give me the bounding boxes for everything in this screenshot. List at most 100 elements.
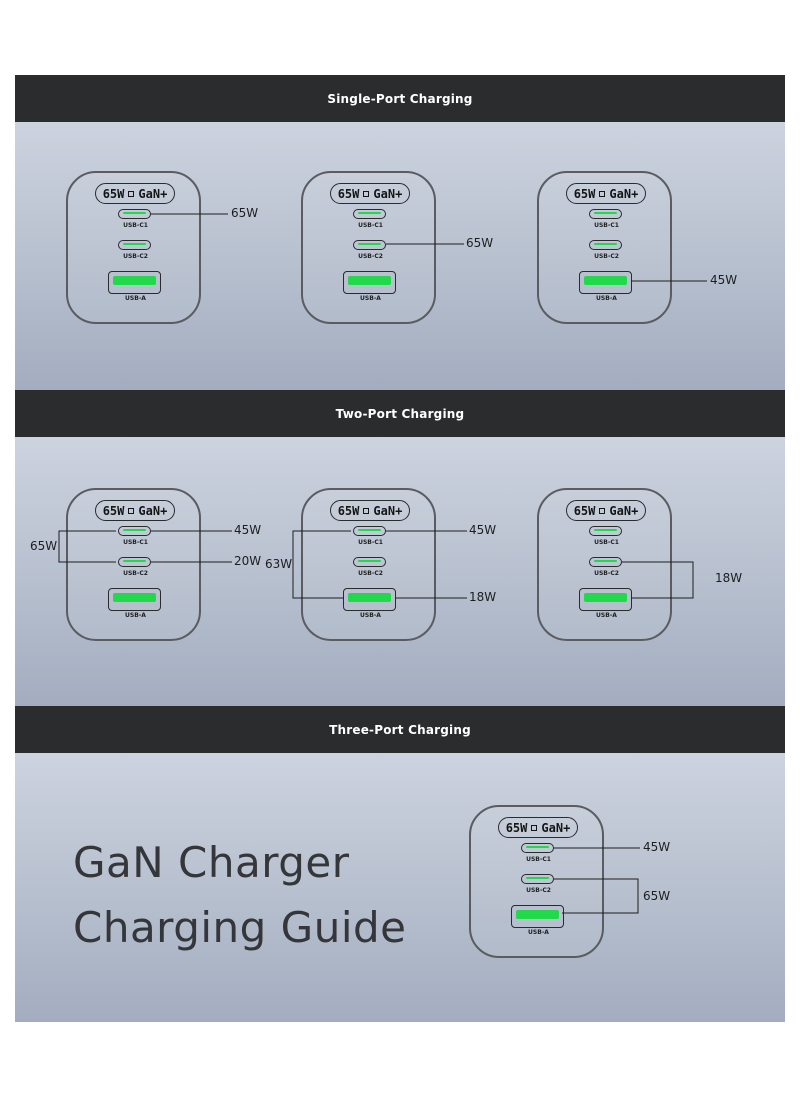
lcd-tech: GaN+ [373,186,403,201]
usb-a-port [579,588,632,611]
lcd-wattage: 65W [573,503,596,518]
guide-title-line2: Charging Guide [73,903,407,952]
watt-two2-c1: 45W [469,523,497,537]
lcd-wattage: 65W [337,186,360,201]
lcd-dot-icon [599,507,606,514]
usb-c1-label: USB-C1 [358,539,383,546]
lcd-display: 65W GaN+ [330,183,410,204]
usb-c1-label: USB-C1 [594,539,619,546]
usb-a-port [511,905,564,928]
lcd-dot-icon [531,824,538,831]
usb-c1-label: USB-C1 [123,222,148,229]
usb-a-label: USB-A [528,929,549,936]
usb-a-label: USB-A [360,295,381,302]
usb-a-port [579,271,632,294]
lcd-dot-icon [363,190,370,197]
lcd-tech: GaN+ [609,186,639,201]
usb-a-label: USB-A [125,295,146,302]
watt-two1-c1: 45W [234,523,262,537]
usb-c2-label: USB-C2 [123,570,148,577]
usb-c2-port [353,240,386,250]
lcd-wattage: 65W [102,503,125,518]
lcd-display: 65W GaN+ [95,500,175,521]
lcd-tech: GaN+ [373,503,403,518]
usb-c2-label: USB-C2 [358,253,383,260]
lcd-wattage: 65W [337,503,360,518]
watt-two2-total: 63W [265,557,293,571]
usb-a-port [343,271,396,294]
lcd-wattage: 65W [573,186,596,201]
section-title: Single-Port Charging [327,91,473,106]
panel-three-port [15,753,785,1022]
lcd-display: 65W GaN+ [566,183,646,204]
usb-c1-port [521,843,554,853]
section-title: Three-Port Charging [329,722,471,737]
lcd-display: 65W GaN+ [566,500,646,521]
usb-c1-port [589,209,622,219]
usb-c2-port [118,557,151,567]
watt-two1-total: 65W [30,539,58,553]
section-header-three: Three-Port Charging [15,706,785,753]
watt-single-c2: 65W [466,236,494,250]
lcd-display: 65W GaN+ [498,817,578,838]
watt-two2-a: 18W [469,590,497,604]
usb-c2-label: USB-C2 [358,570,383,577]
watt-single-c1: 65W [231,206,259,220]
usb-c2-port [521,874,554,884]
usb-c1-port [118,526,151,536]
usb-a-port [108,588,161,611]
panel-single-port [15,122,785,390]
usb-c2-label: USB-C2 [123,253,148,260]
section-header-two: Two-Port Charging [15,390,785,437]
section-header-single: Single-Port Charging [15,75,785,122]
watt-three-c1: 45W [643,840,671,854]
usb-c1-label: USB-C1 [123,539,148,546]
watt-single-a: 45W [710,273,738,287]
usb-c1-port [118,209,151,219]
lcd-wattage: 65W [102,186,125,201]
usb-c2-label: USB-C2 [526,887,551,894]
lcd-tech: GaN+ [138,186,168,201]
usb-c1-label: USB-C1 [594,222,619,229]
usb-c2-port [353,557,386,567]
usb-c1-port [589,526,622,536]
usb-a-label: USB-A [360,612,381,619]
section-title: Two-Port Charging [335,406,465,421]
usb-c2-label: USB-C2 [594,570,619,577]
usb-a-label: USB-A [596,295,617,302]
watt-two3-total: 18W [715,571,743,585]
usb-c1-label: USB-C1 [358,222,383,229]
usb-c2-port [589,557,622,567]
usb-c2-port [118,240,151,250]
guide-title-line1: GaN Charger [73,838,350,887]
watt-two1-c2: 20W [234,554,262,568]
lcd-tech: GaN+ [541,820,571,835]
lcd-display: 65W GaN+ [95,183,175,204]
watt-three-shared: 65W [643,889,671,903]
usb-a-label: USB-A [125,612,146,619]
usb-a-port [343,588,396,611]
lcd-tech: GaN+ [609,503,639,518]
usb-c1-port [353,526,386,536]
usb-c1-port [353,209,386,219]
lcd-dot-icon [599,190,606,197]
usb-a-port [108,271,161,294]
lcd-dot-icon [128,507,135,514]
usb-a-label: USB-A [596,612,617,619]
usb-c1-label: USB-C1 [526,856,551,863]
lcd-tech: GaN+ [138,503,168,518]
usb-c2-label: USB-C2 [594,253,619,260]
usb-c2-port [589,240,622,250]
lcd-dot-icon [363,507,370,514]
lcd-dot-icon [128,190,135,197]
lcd-wattage: 65W [505,820,528,835]
lcd-display: 65W GaN+ [330,500,410,521]
